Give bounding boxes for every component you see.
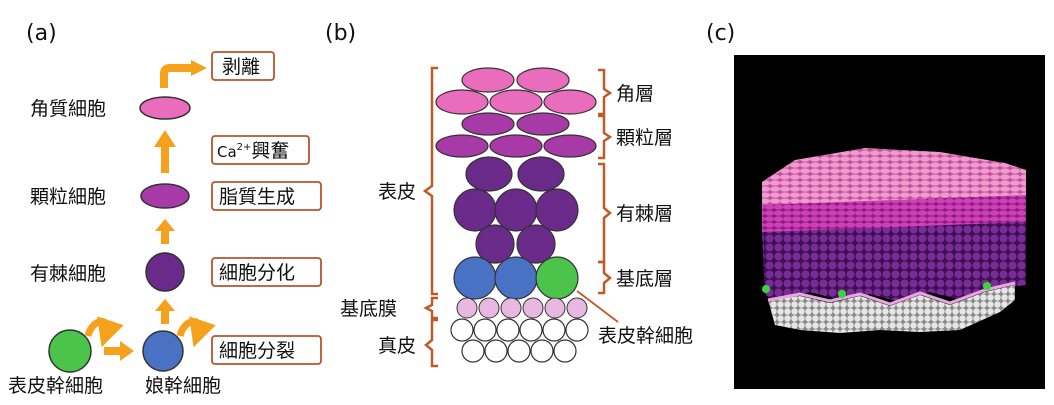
stem-label: 表皮幹細胞	[8, 375, 103, 397]
shedding-label: 剥離	[222, 56, 260, 78]
spinous-label: 有棘細胞	[30, 263, 106, 285]
ca-label: Ca2+興奮	[217, 140, 289, 162]
panel-label-a: (a)	[26, 21, 57, 46]
differentiation-box	[211, 257, 322, 287]
up-arrow-icon	[154, 130, 176, 173]
division-label: 細胞分裂	[219, 340, 295, 362]
ca-box	[211, 135, 310, 165]
differentiation-label: 細胞分化	[219, 262, 295, 284]
granular-bracket	[598, 114, 613, 160]
stem-cell	[983, 282, 991, 290]
granular-cell	[140, 183, 190, 209]
stratum-granulosum	[435, 112, 597, 158]
basement-membrane	[456, 297, 588, 319]
self-renewal-arrow-icon	[176, 316, 216, 348]
daughter-label: 娘幹細胞	[145, 375, 221, 397]
simulation-render	[734, 55, 1045, 389]
epidermis-bracket	[422, 66, 438, 296]
keratinocyte-label: 角質細胞	[30, 98, 106, 120]
division-box	[211, 335, 322, 365]
granular-label: 顆粒細胞	[30, 186, 106, 208]
self-renewal-arrow-icon	[84, 316, 124, 348]
panel-label-c: (c)	[706, 21, 735, 46]
dermis	[450, 318, 589, 363]
keratinocyte-cell	[139, 96, 191, 120]
lipid-label: 脂質生成	[219, 186, 295, 208]
stem-cell-label-b: 表皮幹細胞	[598, 325, 693, 347]
dermis-label: 真皮	[378, 335, 416, 357]
spinous-layer-label: 有棘層	[616, 203, 673, 225]
spinous-bracket	[598, 162, 612, 264]
stem-cell	[48, 329, 92, 373]
basal-layer-label: 基底層	[616, 268, 673, 290]
stem-cell-pointer	[576, 290, 619, 323]
shedding-box	[211, 51, 275, 81]
spinous-cell	[145, 252, 185, 292]
basal-bracket	[598, 260, 612, 295]
daughter-cell	[142, 330, 184, 372]
stem-cell	[762, 285, 770, 293]
stratum-corneum	[435, 67, 597, 115]
stratum-basale	[453, 256, 579, 300]
right-arrow-icon	[104, 341, 134, 361]
panel-label-b: (b)	[325, 21, 356, 46]
stratum-spinosum	[453, 156, 579, 264]
basement-membrane-label: 基底膜	[340, 298, 397, 320]
lipid-box	[211, 181, 322, 211]
stem-cell	[535, 256, 579, 300]
corneum-bracket	[598, 68, 613, 116]
corneum-label: 角層	[616, 83, 654, 105]
bent-arrow-icon	[160, 60, 207, 88]
dermis-bracket	[424, 318, 438, 368]
granular-layer-label: 顆粒層	[616, 127, 673, 149]
basement-membrane-bracket	[423, 296, 438, 320]
up-arrow-icon	[155, 299, 175, 324]
up-arrow-icon	[155, 219, 175, 244]
epidermis-label: 表皮	[378, 181, 416, 203]
stem-cell	[838, 290, 846, 298]
